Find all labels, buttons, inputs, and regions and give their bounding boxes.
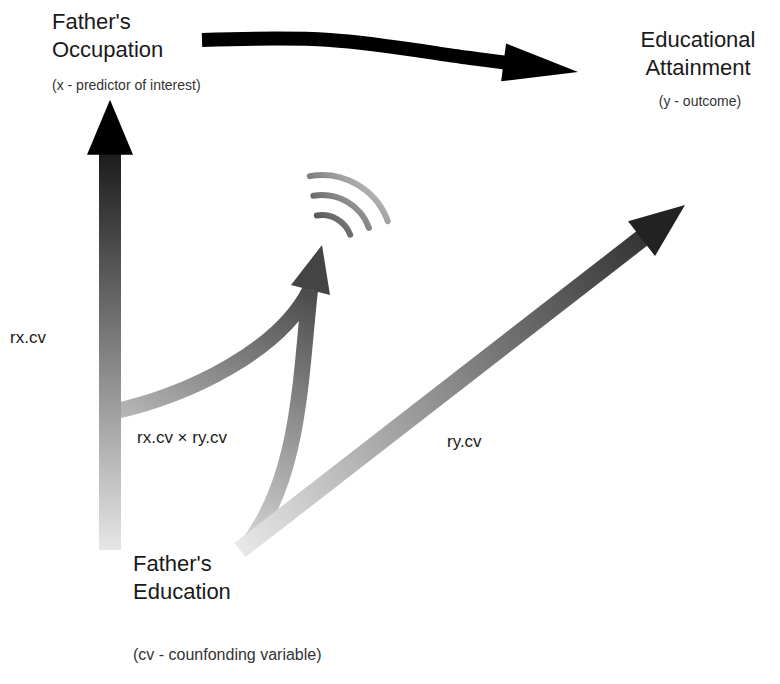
variable-node: Father's Education (cv - counfonding vari… (95, 550, 322, 664)
arrowhead (87, 100, 133, 155)
variable-role: (x - predictor of interest) (52, 77, 202, 94)
arrow-shaft (240, 237, 643, 550)
product-branch (112, 290, 310, 412)
correlation-label: rx.cv × ry.cv (135, 428, 229, 448)
arrow-shaft (99, 153, 121, 550)
effect-wave (310, 175, 388, 221)
effect-wave (313, 195, 369, 228)
arrowhead (628, 205, 685, 256)
variable-name: Father's Occupation (52, 8, 202, 63)
connector-arrow (202, 39, 578, 81)
arrowhead (501, 44, 578, 82)
correlation-label: rx.cv (8, 328, 48, 348)
variable-role: (y - outcome) (628, 93, 772, 110)
variable-node: Father's Occupation (x - predictor of int… (50, 8, 202, 100)
arrow-shaft (202, 39, 506, 63)
product-arrowhead (291, 245, 330, 295)
variable-name: Educational Attainment (628, 26, 768, 81)
variable-name: Father's Education (133, 550, 283, 605)
connector-arrow (87, 100, 133, 550)
variable-role: (cv - counfonding variable) (133, 645, 322, 664)
variable-node: Educational Attainment (y - outcome) (578, 26, 772, 205)
connector-arrow (240, 205, 685, 550)
effect-wave (317, 215, 350, 235)
correlation-label: ry.cv (445, 432, 484, 452)
